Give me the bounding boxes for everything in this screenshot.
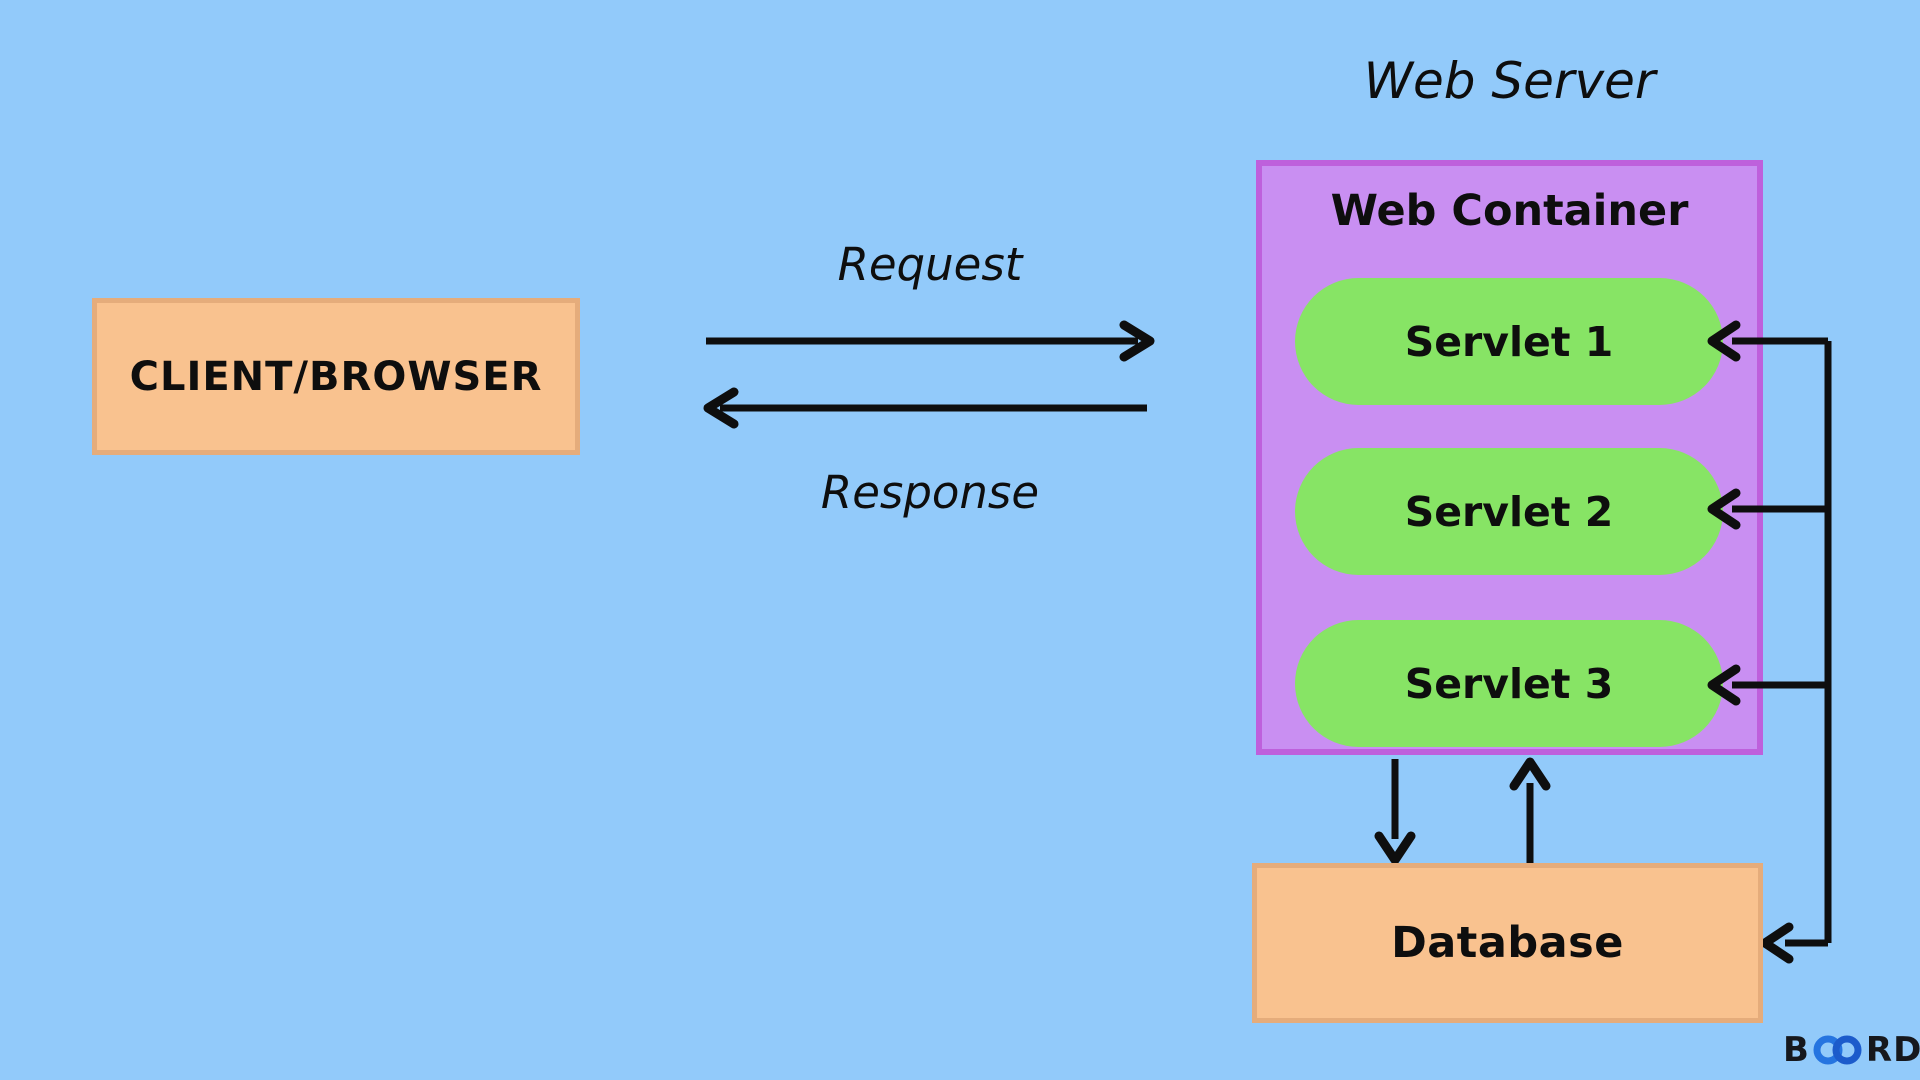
- board-logo: B RD: [1783, 1030, 1920, 1070]
- servlet-3-label: Servlet 3: [1404, 659, 1614, 708]
- database-box: Database: [1252, 863, 1763, 1023]
- db-to-container-arrow: [1509, 757, 1551, 863]
- servlet-1-pill: Servlet 1: [1295, 278, 1723, 405]
- infinity-rings-icon: [1813, 1035, 1862, 1065]
- web-server-title: Web Server: [1363, 52, 1656, 110]
- logo-letters-rd: RD: [1865, 1030, 1920, 1070]
- web-container-label: Web Container: [1330, 186, 1689, 236]
- client-browser-box: CLIENT/BROWSER: [92, 298, 580, 455]
- response-arrow: [703, 387, 1147, 429]
- database-label: Database: [1391, 918, 1624, 968]
- servlet-3-pill: Servlet 3: [1295, 620, 1723, 747]
- servlet-2-label: Servlet 2: [1404, 487, 1614, 536]
- response-label: Response: [820, 466, 1040, 519]
- servlet-2-pill: Servlet 2: [1295, 448, 1723, 575]
- logo-letter-b: B: [1783, 1030, 1810, 1070]
- request-label: Request: [837, 238, 1023, 291]
- client-browser-label: CLIENT/BROWSER: [129, 353, 543, 400]
- servlet-1-label: Servlet 1: [1404, 317, 1614, 366]
- db-to-servlets-connector: [1707, 320, 1832, 964]
- container-to-db-arrow: [1374, 759, 1416, 865]
- request-arrow: [706, 320, 1155, 362]
